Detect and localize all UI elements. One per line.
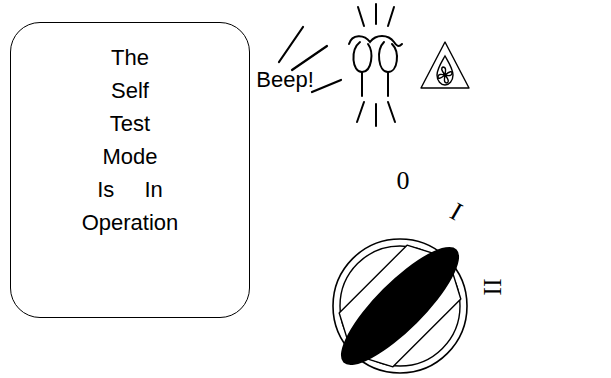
message-box: The Self Test Mode Is In Operation <box>10 22 250 318</box>
lamp-symbol <box>349 4 402 126</box>
filament-leg <box>361 72 363 96</box>
switch-position: II <box>479 278 505 295</box>
filament <box>353 42 371 72</box>
sound-line <box>292 46 327 70</box>
fan-symbol <box>438 67 452 83</box>
light-ray <box>375 104 377 126</box>
switch-position: 0 <box>397 168 410 194</box>
light-ray <box>388 102 395 122</box>
rotary-switch <box>317 223 484 378</box>
message-text: The Self Test Mode Is In Operation <box>81 41 179 239</box>
warning-symbol <box>421 42 469 88</box>
light-ray <box>357 102 364 122</box>
knob-grip <box>326 232 473 378</box>
filament-leg <box>387 72 389 96</box>
sound-label: Beep! <box>256 69 314 91</box>
light-ray <box>375 4 377 24</box>
light-ray <box>388 7 394 26</box>
warning-triangle <box>421 42 469 88</box>
sound-line <box>312 80 341 92</box>
switch-position: I <box>446 199 467 226</box>
droplet <box>437 56 453 85</box>
sound-line <box>279 27 303 62</box>
knob-base <box>325 231 475 378</box>
switch-knob <box>317 223 484 378</box>
light-ray <box>358 7 364 26</box>
filament <box>379 42 397 72</box>
